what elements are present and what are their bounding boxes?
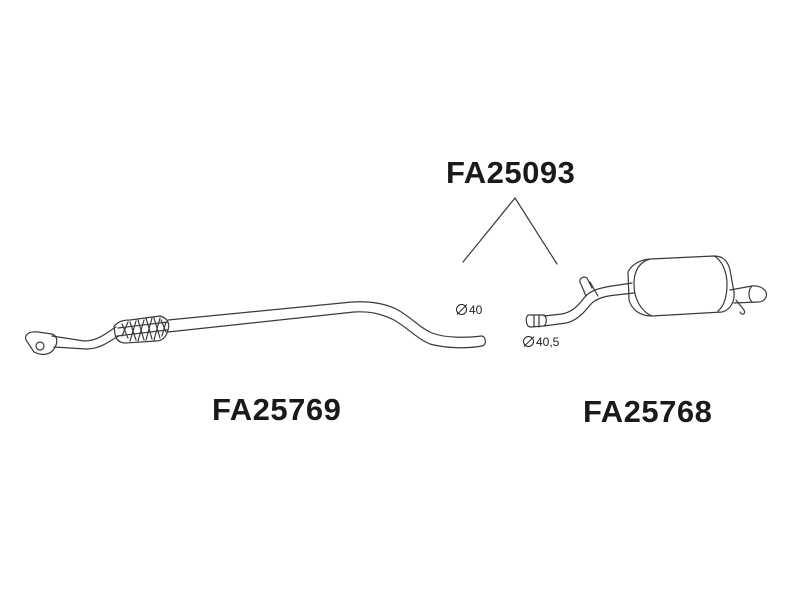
gasket-pointer — [462, 197, 558, 265]
rear-silencer-diameter: 40,5 — [523, 335, 559, 349]
diameter-icon — [523, 336, 534, 347]
flex-joint — [113, 315, 170, 344]
silencer-body — [627, 255, 735, 317]
center-pipe-diameter: 40 — [456, 303, 482, 317]
center-pipe-code: FA25769 — [212, 392, 342, 427]
silencer-inlet-pipe — [543, 282, 633, 317]
center-pipe-drawing — [25, 301, 486, 355]
gasket-code: FA25093 — [446, 155, 576, 190]
pointer-line-left — [462, 197, 516, 263]
rear-silencer-drawing — [525, 255, 768, 328]
rear-hanger — [735, 299, 746, 315]
main-pipe — [167, 301, 483, 338]
front-flange — [25, 331, 58, 355]
rear-silencer-diameter-value: 40,5 — [536, 335, 560, 349]
inlet-hanger — [579, 276, 593, 297]
center-pipe-diameter-value: 40 — [469, 303, 483, 317]
inlet-pipe — [51, 326, 117, 342]
pointer-line-right — [514, 197, 558, 265]
inlet-clamp — [525, 314, 547, 328]
flange-bolt-hole — [35, 341, 45, 351]
tail-pipe — [729, 285, 768, 304]
diameter-icon — [456, 304, 467, 315]
rear-silencer-code: FA25768 — [583, 394, 713, 429]
